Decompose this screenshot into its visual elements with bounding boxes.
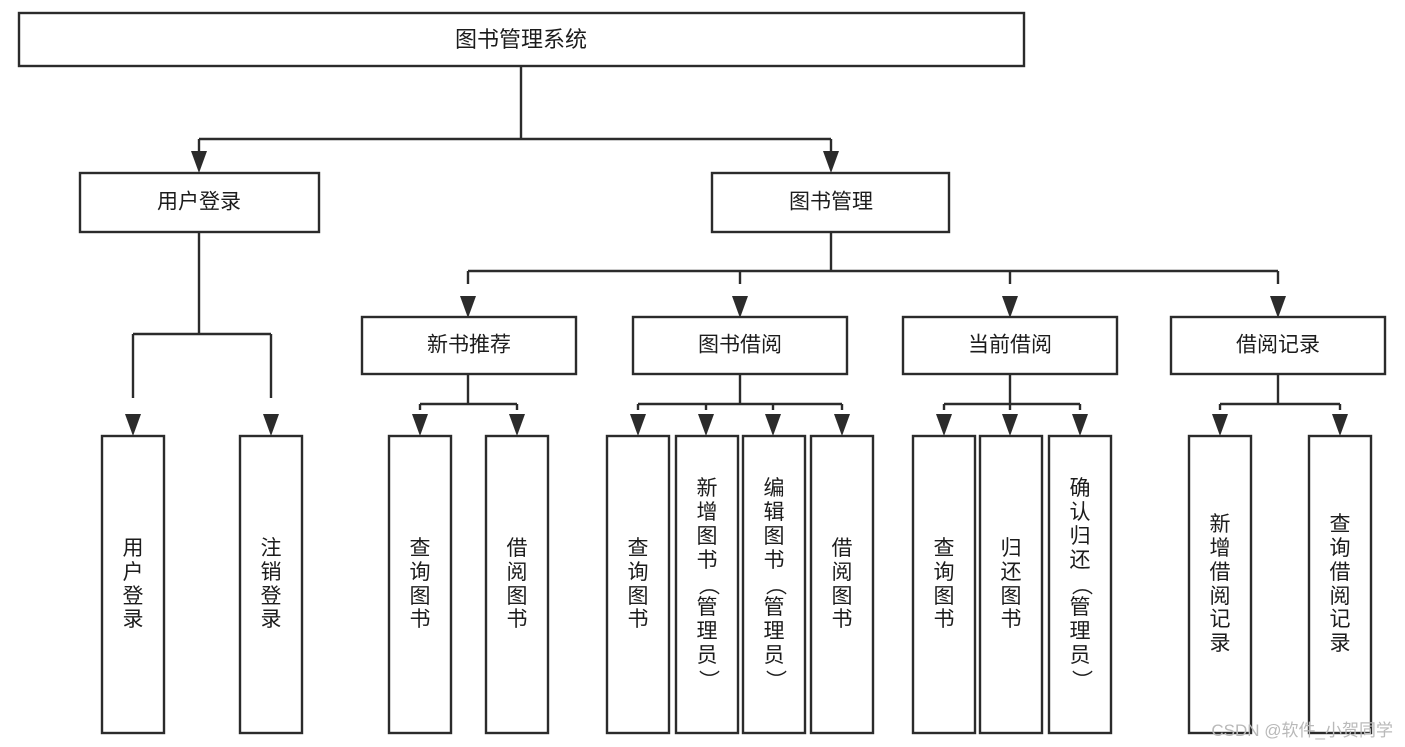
- arrow-borrow-record-leaf-1: [1212, 414, 1228, 436]
- node-new-book-recommend[interactable]: 新书推荐: [360, 315, 578, 376]
- leaf-node-borrow-book-2-box[interactable]: [809, 434, 875, 735]
- leaf-node-logout-login-label: 注销登录: [260, 536, 282, 632]
- arrow-level2-new-book-recommend: [460, 296, 476, 318]
- arrow-current-borrow-leaf-2: [1002, 414, 1018, 436]
- arrow-book-borrow-leaf-4: [834, 414, 850, 436]
- node-root-box[interactable]: [17, 11, 1026, 68]
- arrow-current-borrow-leaf-1: [936, 414, 952, 436]
- node-current-borrow[interactable]: 当前借阅: [901, 315, 1119, 376]
- node-new-book-recommend-box[interactable]: [360, 315, 578, 376]
- arrow-level2-book-borrow: [732, 296, 748, 318]
- arrow-level2-current-borrow: [1002, 296, 1018, 318]
- arrow-user-login-leaf-2: [263, 414, 279, 436]
- arrow-level2-borrow-record: [1270, 296, 1286, 318]
- node-book-borrow-label: 图书借阅: [698, 334, 782, 357]
- arrow-new-book-leaf-2: [509, 414, 525, 436]
- node-current-borrow-box[interactable]: [901, 315, 1119, 376]
- leaf-node-return-book-label: 归还图书: [1000, 536, 1022, 632]
- leaf-node-add-book-admin-box[interactable]: [674, 434, 740, 735]
- leaf-node-user-login-label: 用户登录: [122, 536, 144, 632]
- connector-group: [125, 66, 1348, 436]
- leaf-node-query-book-2-label: 查询图书: [627, 536, 649, 632]
- node-user-login[interactable]: 用户登录: [78, 171, 321, 234]
- leaf-node-add-borrow-record-box[interactable]: [1187, 434, 1253, 735]
- leaf-node-borrow-book-2-label: 借阅图书: [831, 536, 853, 632]
- leaf-node-return-book-box[interactable]: [978, 434, 1044, 735]
- node-borrow-record-label: 借阅记录: [1236, 334, 1320, 357]
- leaf-node-query-book-3-box[interactable]: [911, 434, 977, 735]
- node-new-book-recommend-label: 新书推荐: [427, 334, 511, 357]
- node-borrow-record-box[interactable]: [1169, 315, 1387, 376]
- leaf-node-edit-book-admin-label: 编辑图书（管理员）: [762, 476, 786, 691]
- node-root-label: 图书管理系统: [455, 27, 587, 52]
- leaf-node-query-book-2-box[interactable]: [605, 434, 671, 735]
- leaf-node-user-login[interactable]: 用户登录: [100, 434, 166, 735]
- arrow-root-to-user-login: [191, 151, 207, 173]
- arrow-user-login-leaf-1: [125, 414, 141, 436]
- leaf-node-query-book-1-box[interactable]: [387, 434, 453, 735]
- leaf-node-edit-book-admin-box[interactable]: [741, 434, 807, 735]
- leaf-node-add-book-admin-label: 新增图书（管理员）: [695, 476, 719, 691]
- node-user-login-label: 用户登录: [157, 191, 241, 214]
- leaf-node-add-borrow-record-label: 新增借阅记录: [1209, 512, 1231, 656]
- leaf-node-confirm-return-admin-label: 确认归还（管理员）: [1068, 476, 1092, 691]
- arrow-root-to-book-management: [823, 151, 839, 173]
- leaf-node-logout-login-box[interactable]: [238, 434, 304, 735]
- leaf-node-borrow-book-1-label: 借阅图书: [506, 536, 528, 632]
- node-current-borrow-label: 当前借阅: [968, 334, 1052, 357]
- arrow-book-borrow-leaf-1: [630, 414, 646, 436]
- node-book-borrow[interactable]: 图书借阅: [631, 315, 849, 376]
- arrow-current-borrow-leaf-3: [1072, 414, 1088, 436]
- node-borrow-record[interactable]: 借阅记录: [1169, 315, 1387, 376]
- node-user-login-box[interactable]: [78, 171, 321, 234]
- node-book-management[interactable]: 图书管理: [710, 171, 951, 234]
- node-book-management-label: 图书管理: [789, 191, 873, 214]
- arrow-new-book-leaf-1: [412, 414, 428, 436]
- leaf-node-query-borrow-record-box[interactable]: [1307, 434, 1373, 735]
- node-book-management-box[interactable]: [710, 171, 951, 234]
- leaf-node-query-book-1-label: 查询图书: [409, 536, 431, 632]
- node-root[interactable]: 图书管理系统: [17, 11, 1026, 68]
- arrow-book-borrow-leaf-3: [765, 414, 781, 436]
- leaf-node-user-login-box[interactable]: [100, 434, 166, 735]
- leaf-node-query-book-3-label: 查询图书: [933, 536, 955, 632]
- node-book-borrow-box[interactable]: [631, 315, 849, 376]
- arrow-borrow-record-leaf-2: [1332, 414, 1348, 436]
- arrow-book-borrow-leaf-2: [698, 414, 714, 436]
- leaf-node-borrow-book-1-box[interactable]: [484, 434, 550, 735]
- leaf-node-query-borrow-record-label: 查询借阅记录: [1329, 512, 1351, 656]
- leaf-node-confirm-return-admin-box[interactable]: [1047, 434, 1113, 735]
